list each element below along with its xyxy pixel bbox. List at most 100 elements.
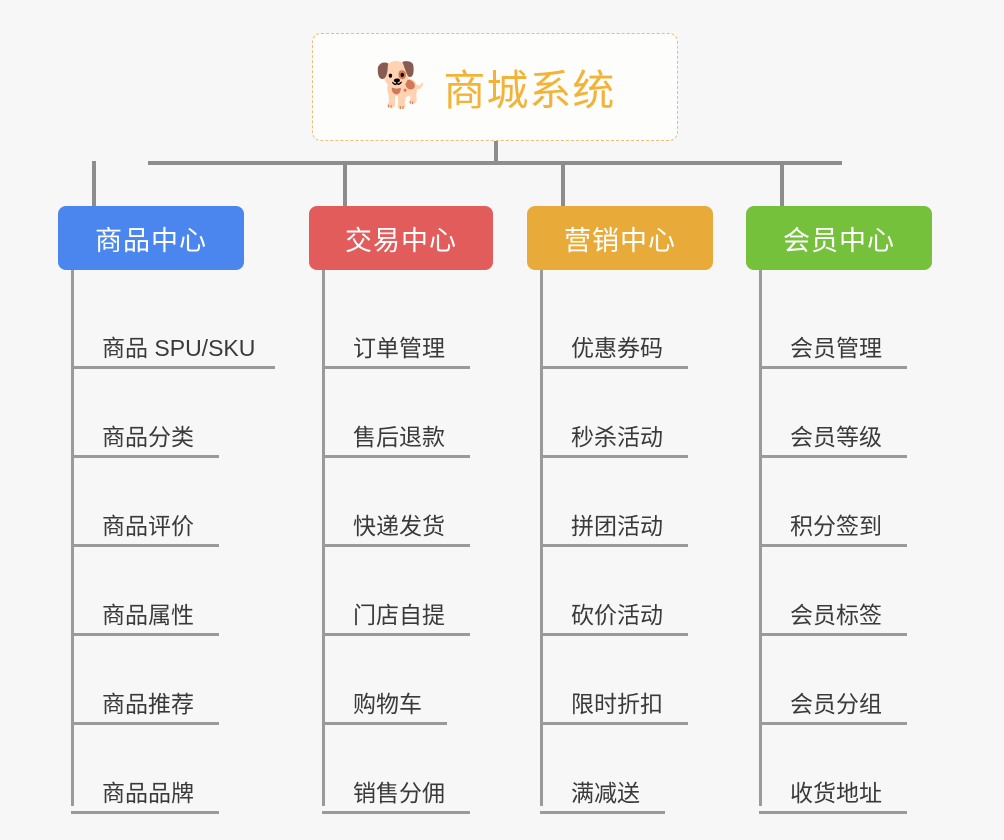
leaf-item[interactable]: 商品分类: [58, 369, 244, 458]
branch-drop-marketing-center: [561, 161, 565, 206]
category-label: 会员中心: [783, 225, 895, 256]
leaf-label: 会员等级: [790, 424, 882, 450]
leaf-item[interactable]: 商品 SPU/SKU: [58, 280, 275, 369]
leaf-underline: [759, 544, 907, 547]
leaf-label: 限时折扣: [571, 691, 663, 717]
leaf-item[interactable]: 积分签到: [746, 458, 932, 547]
leaf-item[interactable]: 拼团活动: [527, 458, 713, 547]
column-marketing-center: 营销中心优惠券码秒杀活动拼团活动砍价活动限时折扣满减送: [527, 206, 713, 814]
column-trade-center: 交易中心订单管理售后退款快递发货门店自提购物车销售分佣: [309, 206, 493, 814]
leaf-item[interactable]: 售后退款: [309, 369, 493, 458]
leaf-item[interactable]: 快递发货: [309, 458, 493, 547]
leaf-label: 门店自提: [353, 602, 445, 628]
leaf-group-member-center: 会员管理会员等级积分签到会员标签会员分组收货地址: [746, 270, 932, 814]
leaf-label: 快递发货: [353, 513, 445, 539]
leaf-underline: [322, 544, 470, 547]
leaf-underline: [322, 366, 470, 369]
leaf-label: 销售分佣: [353, 780, 445, 806]
leaf-group-product-center: 商品 SPU/SKU 商品分类商品评价商品属性商品推荐商品品牌: [58, 270, 275, 814]
leaf-underline: [322, 811, 470, 814]
category-box-marketing-center[interactable]: 营销中心: [527, 206, 713, 270]
leaf-item[interactable]: 秒杀活动: [527, 369, 713, 458]
leaf-underline: [759, 722, 907, 725]
leaf-underline: [71, 722, 219, 725]
leaf-label: 优惠券码: [571, 335, 663, 361]
leaf-underline: [759, 633, 907, 636]
branch-drop-member-center: [780, 161, 784, 206]
column-member-center: 会员中心会员管理会员等级积分签到会员标签会员分组收货地址: [746, 206, 932, 814]
leaf-label: 会员分组: [790, 691, 882, 717]
leaf-underline: [540, 544, 688, 547]
leaf-underline: [322, 455, 470, 458]
leaf-label: 购物车: [353, 691, 422, 717]
leaf-item[interactable]: 会员标签: [746, 547, 932, 636]
leaf-label: 拼团活动: [571, 513, 663, 539]
leaf-underline: [322, 722, 447, 725]
leaf-label: 收货地址: [790, 780, 882, 806]
leaf-label: 商品 SPU/SKU: [102, 335, 256, 361]
leaf-label: 会员管理: [790, 335, 882, 361]
leaf-item[interactable]: 会员等级: [746, 369, 932, 458]
leaf-item[interactable]: 优惠券码: [527, 280, 713, 369]
leaf-item[interactable]: 商品推荐: [58, 636, 244, 725]
leaf-underline: [540, 811, 665, 814]
leaf-item[interactable]: 商品品牌: [58, 725, 244, 814]
branch-drop-trade-center: [343, 161, 347, 206]
leaf-label: 积分签到: [790, 513, 882, 539]
leaf-underline: [540, 633, 688, 636]
leaf-underline: [322, 633, 470, 636]
leaf-item[interactable]: 会员管理: [746, 280, 932, 369]
leaf-item[interactable]: 收货地址: [746, 725, 932, 814]
leaf-item[interactable]: 限时折扣: [527, 636, 713, 725]
leaf-underline: [540, 455, 688, 458]
column-product-center: 商品中心商品 SPU/SKU 商品分类商品评价商品属性商品推荐商品品牌: [58, 206, 275, 814]
category-label: 营销中心: [564, 225, 676, 256]
horizontal-bus-connector: [148, 161, 842, 165]
category-box-member-center[interactable]: 会员中心: [746, 206, 932, 270]
leaf-label: 订单管理: [353, 335, 445, 361]
category-box-product-center[interactable]: 商品中心: [58, 206, 244, 270]
leaf-underline: [71, 455, 219, 458]
leaf-label: 商品评价: [102, 513, 194, 539]
leaf-label: 商品品牌: [102, 780, 194, 806]
leaf-underline: [71, 811, 219, 814]
leaf-underline: [759, 811, 907, 814]
leaf-underline: [71, 633, 219, 636]
leaf-item[interactable]: 商品属性: [58, 547, 244, 636]
leaf-item[interactable]: 订单管理: [309, 280, 493, 369]
leaf-underline: [71, 366, 275, 369]
category-label: 交易中心: [345, 225, 457, 256]
leaf-item[interactable]: 购物车: [309, 636, 493, 725]
leaf-item[interactable]: 会员分组: [746, 636, 932, 725]
leaf-label: 商品推荐: [102, 691, 194, 717]
leaf-label: 满减送: [571, 780, 640, 806]
category-label: 商品中心: [95, 225, 207, 256]
root-stem-connector: [494, 141, 498, 165]
root-title: 商城系统: [443, 66, 616, 114]
shiba-dog-face-icon: 🐕: [374, 61, 430, 110]
leaf-item[interactable]: 满减送: [527, 725, 713, 814]
leaf-item[interactable]: 门店自提: [309, 547, 493, 636]
leaf-group-marketing-center: 优惠券码秒杀活动拼团活动砍价活动限时折扣满减送: [527, 270, 713, 814]
leaf-label: 砍价活动: [571, 602, 663, 628]
vertical-spine: [540, 270, 543, 806]
leaf-label: 售后退款: [353, 424, 445, 450]
leaf-underline: [540, 722, 688, 725]
leaf-item[interactable]: 商品评价: [58, 458, 244, 547]
leaf-item[interactable]: 砍价活动: [527, 547, 713, 636]
vertical-spine: [322, 270, 325, 806]
vertical-spine: [759, 270, 762, 806]
root-node[interactable]: 🐕 商城系统: [312, 33, 678, 141]
leaf-label: 商品属性: [102, 602, 194, 628]
leaf-underline: [540, 366, 688, 369]
branch-drop-product-center: [92, 161, 96, 206]
leaf-underline: [759, 455, 907, 458]
leaf-underline: [759, 366, 907, 369]
leaf-item[interactable]: 销售分佣: [309, 725, 493, 814]
leaf-group-trade-center: 订单管理售后退款快递发货门店自提购物车销售分佣: [309, 270, 493, 814]
leaf-label: 秒杀活动: [571, 424, 663, 450]
category-box-trade-center[interactable]: 交易中心: [309, 206, 493, 270]
leaf-label: 商品分类: [102, 424, 194, 450]
leaf-label: 会员标签: [790, 602, 882, 628]
